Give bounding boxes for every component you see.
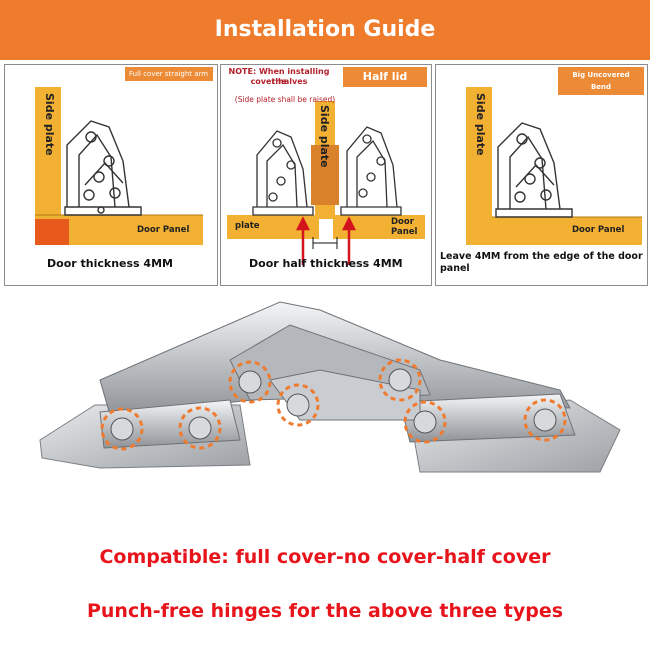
door-panel-label: Door Panel [137,225,190,235]
rivet-icons [100,358,567,451]
guide-panel-full-cover: Full cover straight arm Side plate Door … [4,64,218,286]
panel-caption-line2: panel [440,263,470,274]
door-panel-label-line1: Door [391,217,414,227]
panel-caption: Door thickness 4MM [47,257,173,270]
title-banner [0,0,650,60]
side-plate-label: Side plate [43,93,56,156]
page-title: Installation Guide [214,17,436,42]
install-note-line3: (Side plate shall be raised) [234,95,336,104]
punch-free-text: Punch-free hinges for the above three ty… [86,600,564,622]
hinge-diagram-icon [227,101,425,265]
hinge-type-tag: Big Uncovered Bend [558,67,644,95]
door-panel-label: Door Panel [572,225,625,235]
hinge-type-tag: Full cover straight arm [125,67,213,81]
panel-caption-line1: Leave 4MM from the edge of the door [440,251,643,262]
hinge-type-tag: Half lid bent [343,67,427,99]
install-note-line2: cover halves [250,77,308,86]
side-plate-label: Side plate [318,105,331,168]
hinge-diagram-icon [35,87,203,245]
door-panel-label-line2: Panel [391,227,418,237]
compatibility-text: Compatible: full cover-no cover-half cov… [99,546,551,568]
install-note-line1: NOTE: When installing the [228,67,330,86]
side-plate-label: Side plate [474,93,487,156]
hinge-diagram-icon [466,87,642,245]
panel-caption: Door half thickness 4MM [249,257,403,270]
guide-panel-uncovered: Big Uncovered Bend Side plate Door Panel… [435,64,648,286]
guide-panel-half-cover: NOTE: When installing the cover halves (… [220,64,432,286]
hinge-photo [39,301,621,473]
left-plate-label: plate [235,221,260,231]
